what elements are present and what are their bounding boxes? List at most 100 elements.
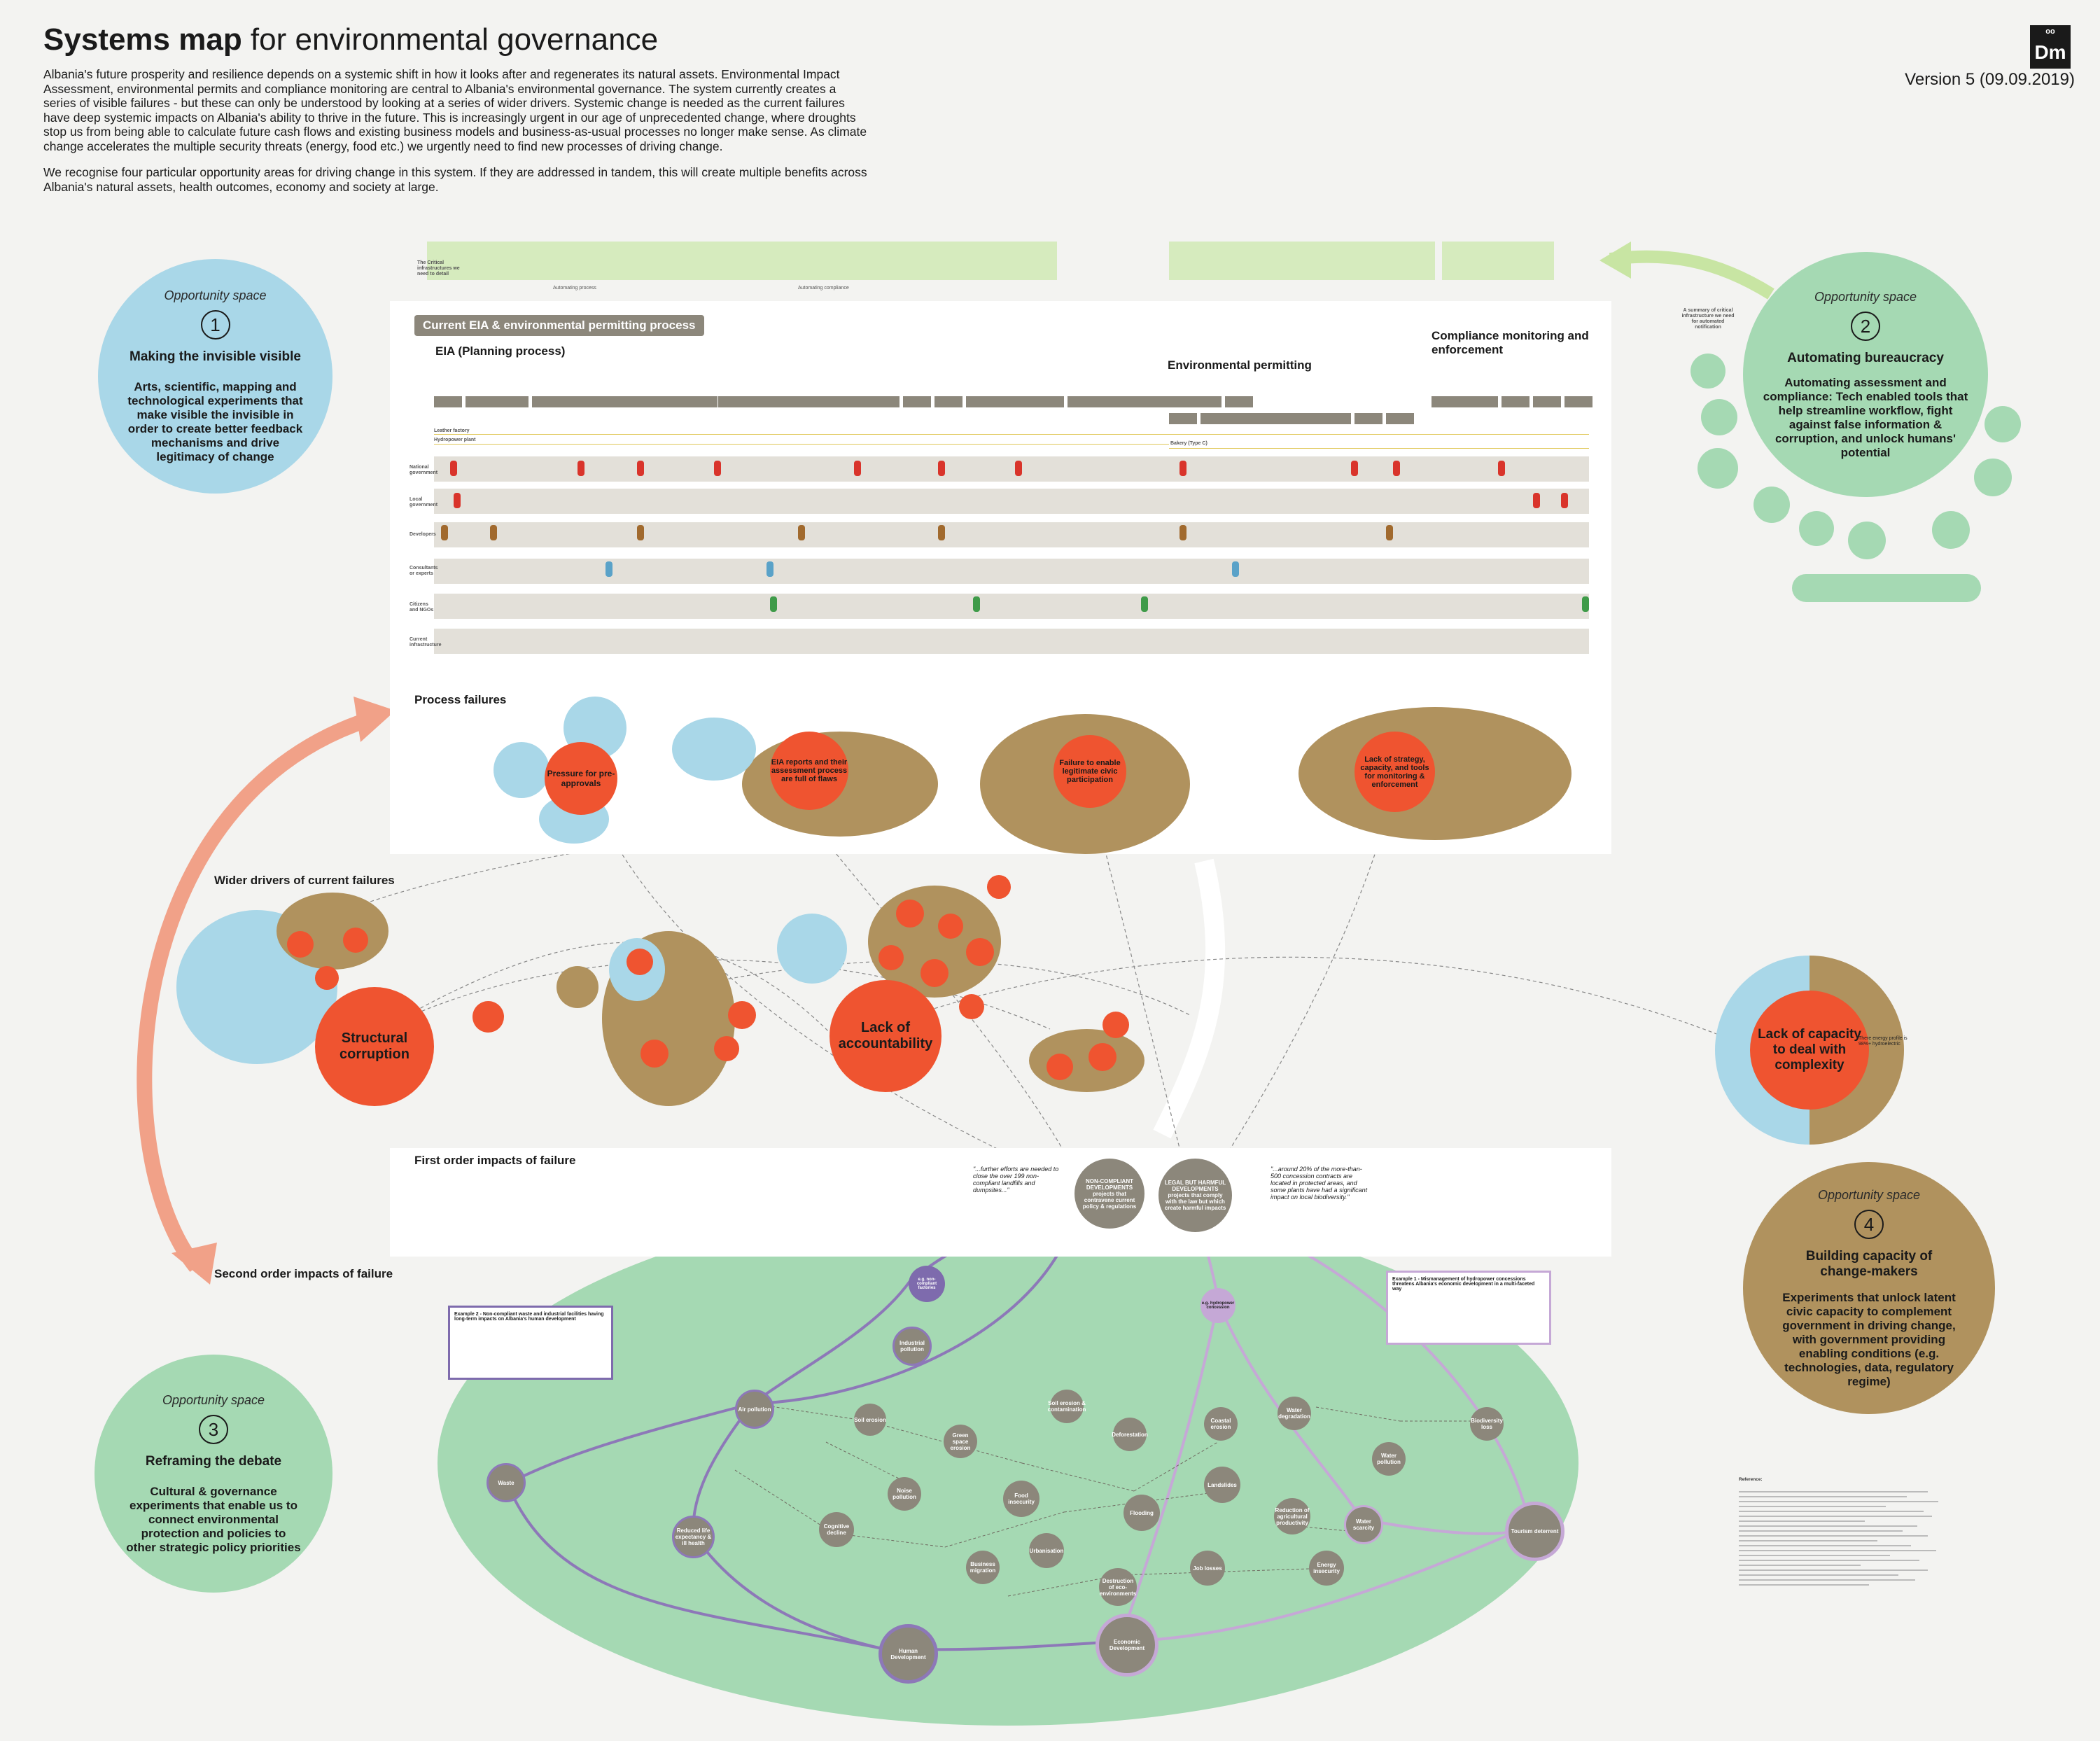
node-green-space-erosion: Green space erosion [944,1425,977,1458]
node-soil-contamination: Soil erosion & contamination [1048,1390,1086,1423]
node-agricultural-productivity: Reduction of agricultural productivity [1274,1498,1310,1534]
opportunity-1-circle: Opportunity space 1 Making the invisible… [98,259,332,494]
flow-arrow [1153,858,1226,1139]
evidence-bubble [777,914,847,984]
stage-bar [966,396,1064,407]
satellite-circle [1799,511,1834,546]
stage-bar [1169,413,1197,424]
references-list [1739,1488,1949,1698]
node-noncompliant-factories: e.g. non-compliant factories [909,1266,945,1302]
sub-driver [959,994,984,1019]
node-water-scarcity: Water scarcity [1344,1505,1383,1544]
swimlane-local [434,489,1589,514]
satellite-circle [1701,399,1737,435]
intro-paragraph-1: Albania's future prosperity and resilien… [43,67,867,153]
stage-bar [934,396,962,407]
example-1-title: Example 1 - Mismanagement of hydropower … [1392,1277,1535,1292]
opportunity-4-circle: Opportunity space 4 Building capacity of… [1743,1162,1995,1414]
node-air-pollution: Air pollution [735,1390,774,1429]
row-label: National government [410,465,438,475]
opportunity-number: 4 [1854,1209,1884,1239]
row-label: Local government [410,497,438,508]
evidence-cloud [1298,707,1572,840]
node-hydropower-concession: e.g. hydropower concession [1200,1288,1236,1323]
second-order-heading: Second order impacts of failure [214,1267,393,1280]
sub-driver [626,949,653,975]
satellite-circle [1690,354,1726,389]
opportunity-body: Cultural & governance experiments that e… [126,1484,301,1554]
automating-compliance-label: Automating compliance [798,286,849,291]
second-order-field [438,1201,1578,1726]
failure-eia-reports: EIA reports and their assessment process… [770,732,848,810]
swimlane-citizens [434,594,1589,619]
page-title: Systems map for environmental governance [43,22,659,57]
node-energy-insecurity: Energy insecurity [1309,1551,1344,1586]
sub-driver [714,1036,739,1061]
driver-lack-of-capacity: Lack of capacity to deal with complexity [1750,991,1869,1110]
stage-divider [1169,396,1170,407]
node-food-insecurity: Food insecurity [1003,1481,1040,1517]
row-label: Developers [410,532,436,537]
actor-icons [441,461,1589,612]
version-label: Version 5 (09.09.2019) [1905,70,2075,89]
opportunity-3-circle: Opportunity space 3 Reframing the debate… [94,1355,332,1593]
process-pill: Current EIA & environmental permitting p… [414,315,704,336]
bakery-line [1169,448,1589,449]
row-label: Current infrastructure [410,637,442,648]
swimlane-infrastructure [434,629,1589,654]
stage-bar [465,396,528,407]
satellite-circle [1932,511,1970,549]
opportunity-number: 1 [200,310,230,340]
summary-infra-label: A summary of critical infrastructure we … [1681,308,1735,330]
satellite-circle [1698,448,1738,489]
bakery-label: Bakery (Type C) [1170,441,1208,446]
stage-bar [1225,396,1253,407]
evidence-bubble [493,742,550,798]
stage-bar [1386,413,1414,424]
driver-structural-corruption: Structural corruption [315,987,434,1106]
feedback-arrow-head-bottom [172,1243,217,1285]
node-coastal-erosion: Coastal erosion [1204,1407,1238,1441]
node-urbanisation: Urbanisation [1029,1533,1064,1568]
evidence-bubble [672,718,756,781]
sub-driver [287,931,314,958]
evidence-cloud [1029,1029,1144,1092]
capacity-quote: There energy profile is 98%+ hydroelectr… [1858,1036,1907,1047]
row-label: Citizens and NGOs [410,602,434,613]
failure-monitoring-enforcement: Lack of strategy, capacity, and tools fo… [1354,732,1435,812]
stage-bar [1068,396,1222,407]
sub-driver [472,1001,504,1033]
failure-civic-participation: Failure to enable legitimate civic parti… [1054,735,1126,808]
node-reduced-life-expectancy: Reduced life expectancy & ill health [672,1516,715,1558]
row-label: Consultants or experts [410,566,438,576]
opportunity-title: Reframing the debate [145,1453,282,1469]
satellite-circle [1848,522,1886,559]
node-water-pollution: Water pollution [1372,1442,1406,1476]
swimlane-developers [434,522,1589,547]
node-noise-pollution: Noise pollution [888,1477,921,1511]
critical-infrastructure-strip-2 [1169,242,1435,280]
hydropower-label: Hydropower plant [434,438,476,442]
sub-driver [1046,1054,1073,1080]
sub-driver [1102,1012,1129,1038]
automating-process-label: Automating process [553,286,596,291]
sub-driver [938,914,963,939]
opportunity-label: Opportunity space [1817,1187,1921,1202]
opportunity-label: Opportunity space [1814,289,1917,304]
example-2-title: Example 2 - Non-compliant waste and indu… [454,1312,604,1322]
quote-landfills: "...further efforts are needed to close … [973,1166,1059,1194]
quote-concessions: "...around 20% of the more-than-500 conc… [1270,1166,1368,1201]
automation-arrow [1609,250,1774,300]
intro-text: Albania's future prosperity and resilien… [43,67,869,206]
sub-driver [315,966,339,990]
example-1-box: Example 1 - Mismanagement of hydropower … [1386,1271,1551,1345]
sub-driver [896,900,924,928]
hydro-line [434,444,1169,445]
database-pill [1792,574,1981,602]
process-failures-heading: Process failures [414,693,507,706]
critical-infra-label: The Critical infrastructures we need to … [417,260,460,277]
feedback-arrow-head-top [354,697,396,742]
opportunity-body: Experiments that unlock latent civic cap… [1782,1290,1956,1388]
stage-bar [1533,396,1561,407]
node-biodiversity-loss: Biodiversity loss [1470,1407,1504,1441]
